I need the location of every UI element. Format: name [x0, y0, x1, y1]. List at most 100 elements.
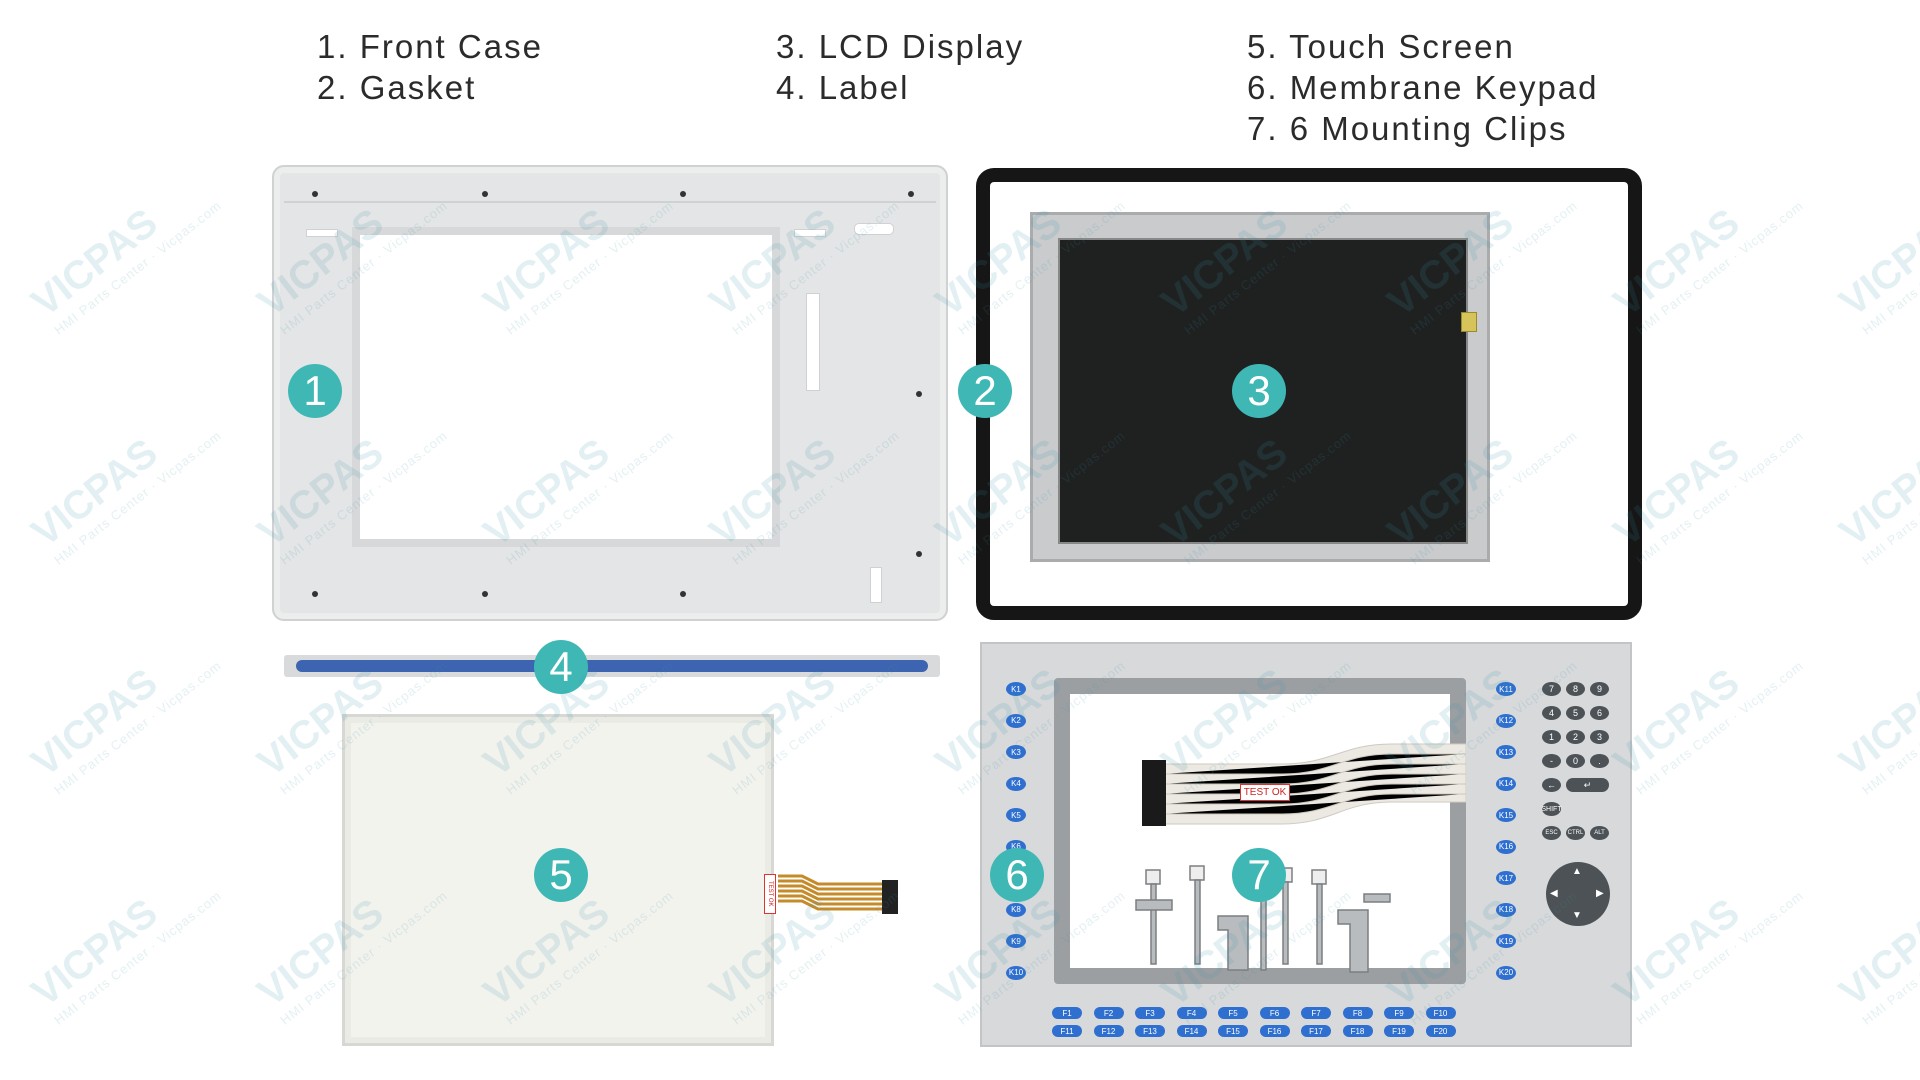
case-screw-hole: [312, 191, 318, 197]
watermark-sub: HMI Parts Center · Vicpas.com: [1859, 428, 1920, 568]
case-screw-hole: [680, 191, 686, 197]
case-slot: [306, 229, 338, 237]
watermark-sub: HMI Parts Center · Vicpas.com: [1859, 198, 1920, 338]
legend-item-label: 4. Label: [776, 69, 910, 106]
callout-badge-6: 6: [990, 848, 1044, 902]
function-key: F1: [1052, 1007, 1082, 1019]
function-key: F10: [1425, 1007, 1456, 1019]
function-key: F20: [1425, 1025, 1456, 1037]
touch-flex-cable: [778, 874, 898, 914]
arrow-up-icon: ▲: [1572, 866, 1582, 877]
function-key: F3: [1135, 1007, 1165, 1019]
softkey-right: K16: [1496, 839, 1516, 854]
case-slot: [854, 223, 894, 235]
case-slot: [870, 567, 882, 603]
touch-test-label: TEST OK: [764, 874, 776, 914]
callout-badge-5: 5: [534, 848, 588, 902]
softkey-right: K11: [1496, 682, 1516, 696]
numeric-key: 4: [1542, 706, 1561, 720]
softkey-left: K9: [1006, 934, 1026, 948]
callout-badge-1: 1: [288, 364, 342, 418]
case-screw-hole: [916, 391, 922, 397]
function-key: F14: [1176, 1025, 1207, 1037]
legend-item-mounting-clips: 7. 6 Mounting Clips: [1247, 110, 1568, 147]
legend-item-lcd-display: 3. LCD Display: [776, 28, 1025, 65]
watermark-sub: HMI Parts Center · Vicpas.com: [1859, 888, 1920, 1028]
callout-badge-7: 7: [1232, 848, 1286, 902]
callout-badge-4: 4: [534, 640, 588, 694]
legend-item-touch-screen: 5. Touch Screen: [1247, 28, 1515, 65]
softkey-right: K17: [1496, 871, 1516, 885]
callout-badge-2: 2: [958, 364, 1012, 418]
watermark-sub: HMI Parts Center · Vicpas.com: [51, 197, 225, 338]
function-key: F15: [1218, 1025, 1248, 1037]
esc-key: ESC: [1542, 826, 1561, 840]
numeric-key: 1: [1542, 730, 1561, 744]
function-key: F8: [1342, 1007, 1373, 1019]
watermark-brand: VICPAS: [1831, 660, 1920, 786]
watermark-brand: VICPAS: [23, 890, 166, 1016]
watermark-brand: VICPAS: [1831, 200, 1920, 326]
function-key: F11: [1052, 1025, 1082, 1037]
function-key: F5: [1218, 1007, 1248, 1019]
softkey-left: K5: [1006, 808, 1026, 822]
softkey-right: K13: [1496, 745, 1516, 759]
watermark-sub: HMI Parts Center · Vicpas.com: [1633, 197, 1807, 338]
alt-key: ALT: [1590, 826, 1609, 840]
watermark-brand: VICPAS: [23, 430, 166, 556]
case-top-rail: [284, 181, 936, 203]
watermark-sub: HMI Parts Center · Vicpas.com: [51, 427, 225, 568]
watermark-sub: HMI Parts Center · Vicpas.com: [1633, 887, 1807, 1028]
legend-item-front-case: 1. Front Case: [317, 28, 543, 65]
watermark-sub: HMI Parts Center · Vicpas.com: [51, 657, 225, 798]
softkey-left: K8: [1006, 902, 1026, 917]
case-window-opening: [352, 227, 780, 547]
numeric-key: 0: [1566, 754, 1585, 768]
softkey-right: K12: [1496, 713, 1516, 728]
ctrl-key: CTRL: [1566, 826, 1585, 840]
keypad-test-label: TEST OK: [1240, 784, 1290, 801]
lcd-connector-tab: [1461, 312, 1477, 332]
enter-key-icon: ↵: [1566, 778, 1609, 792]
watermark-sub: HMI Parts Center · Vicpas.com: [1859, 658, 1920, 798]
function-key: F7: [1301, 1007, 1331, 1019]
case-screw-hole: [482, 591, 488, 597]
numeric-key: 9: [1590, 682, 1609, 696]
case-slot: [794, 229, 826, 237]
numeric-key: 3: [1590, 730, 1609, 744]
softkey-right: K19: [1496, 934, 1516, 948]
function-key: F16: [1259, 1025, 1290, 1037]
softkey-left: K1: [1006, 682, 1026, 696]
softkey-left: K3: [1006, 745, 1026, 759]
function-key: F9: [1384, 1007, 1414, 1019]
function-key: F17: [1301, 1025, 1331, 1037]
arrow-left-icon: ◀: [1550, 888, 1558, 899]
case-screw-hole: [680, 591, 686, 597]
legend-column-2: 3. LCD Display 4. Label: [776, 26, 1024, 108]
softkey-right: K18: [1496, 902, 1516, 917]
case-screw-hole: [916, 551, 922, 557]
numeric-key: 5: [1566, 706, 1585, 720]
function-key: F12: [1093, 1025, 1124, 1037]
softkey-right: K14: [1496, 776, 1516, 791]
label-strip-image: [296, 660, 928, 672]
watermark-brand: VICPAS: [1831, 890, 1920, 1016]
function-key: F18: [1342, 1025, 1373, 1037]
legend-item-gasket: 2. Gasket: [317, 69, 477, 106]
case-screw-hole: [908, 191, 914, 197]
function-key: F6: [1259, 1007, 1290, 1019]
numeric-key: 8: [1566, 682, 1585, 696]
numeric-key: .: [1590, 754, 1609, 768]
backspace-key-icon: ←: [1542, 778, 1561, 792]
function-key: F13: [1135, 1025, 1165, 1037]
numeric-key: -: [1542, 754, 1561, 768]
keypad-ribbon-cable: [1142, 743, 1466, 826]
watermark-sub: HMI Parts Center · Vicpas.com: [1633, 427, 1807, 568]
watermark-brand: VICPAS: [23, 660, 166, 786]
